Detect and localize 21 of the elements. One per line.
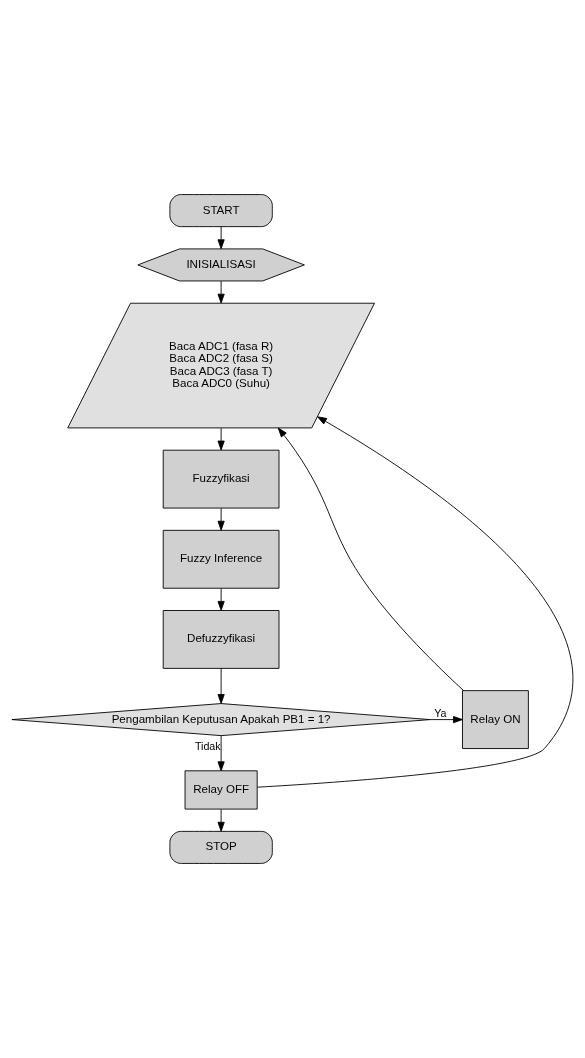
node-box: STOP — [169, 830, 273, 864]
node-diamond: Pengambilan Keputusan Apakah PB1 = 1? — [11, 703, 431, 737]
node-box: Fuzzy Inference — [162, 529, 280, 589]
node-box: Relay ON — [462, 690, 529, 749]
node-box: Fuzzyfikasi — [162, 449, 280, 509]
edge-label: Tidak — [194, 739, 221, 752]
arrow — [217, 226, 225, 250]
arrow — [217, 735, 225, 772]
node-box: START — [169, 194, 273, 228]
arrow — [217, 280, 225, 304]
arrow — [257, 416, 573, 788]
arrow — [217, 668, 225, 704]
edge-label: Ya — [434, 706, 447, 719]
arrow — [217, 507, 225, 531]
arrow — [429, 716, 463, 724]
arrow — [217, 427, 225, 451]
arrow — [217, 588, 225, 611]
node-box: Relay OFF — [184, 770, 258, 810]
node-box: Defuzzyfikasi — [162, 610, 280, 669]
arrow — [217, 808, 225, 832]
arrow — [277, 427, 464, 691]
